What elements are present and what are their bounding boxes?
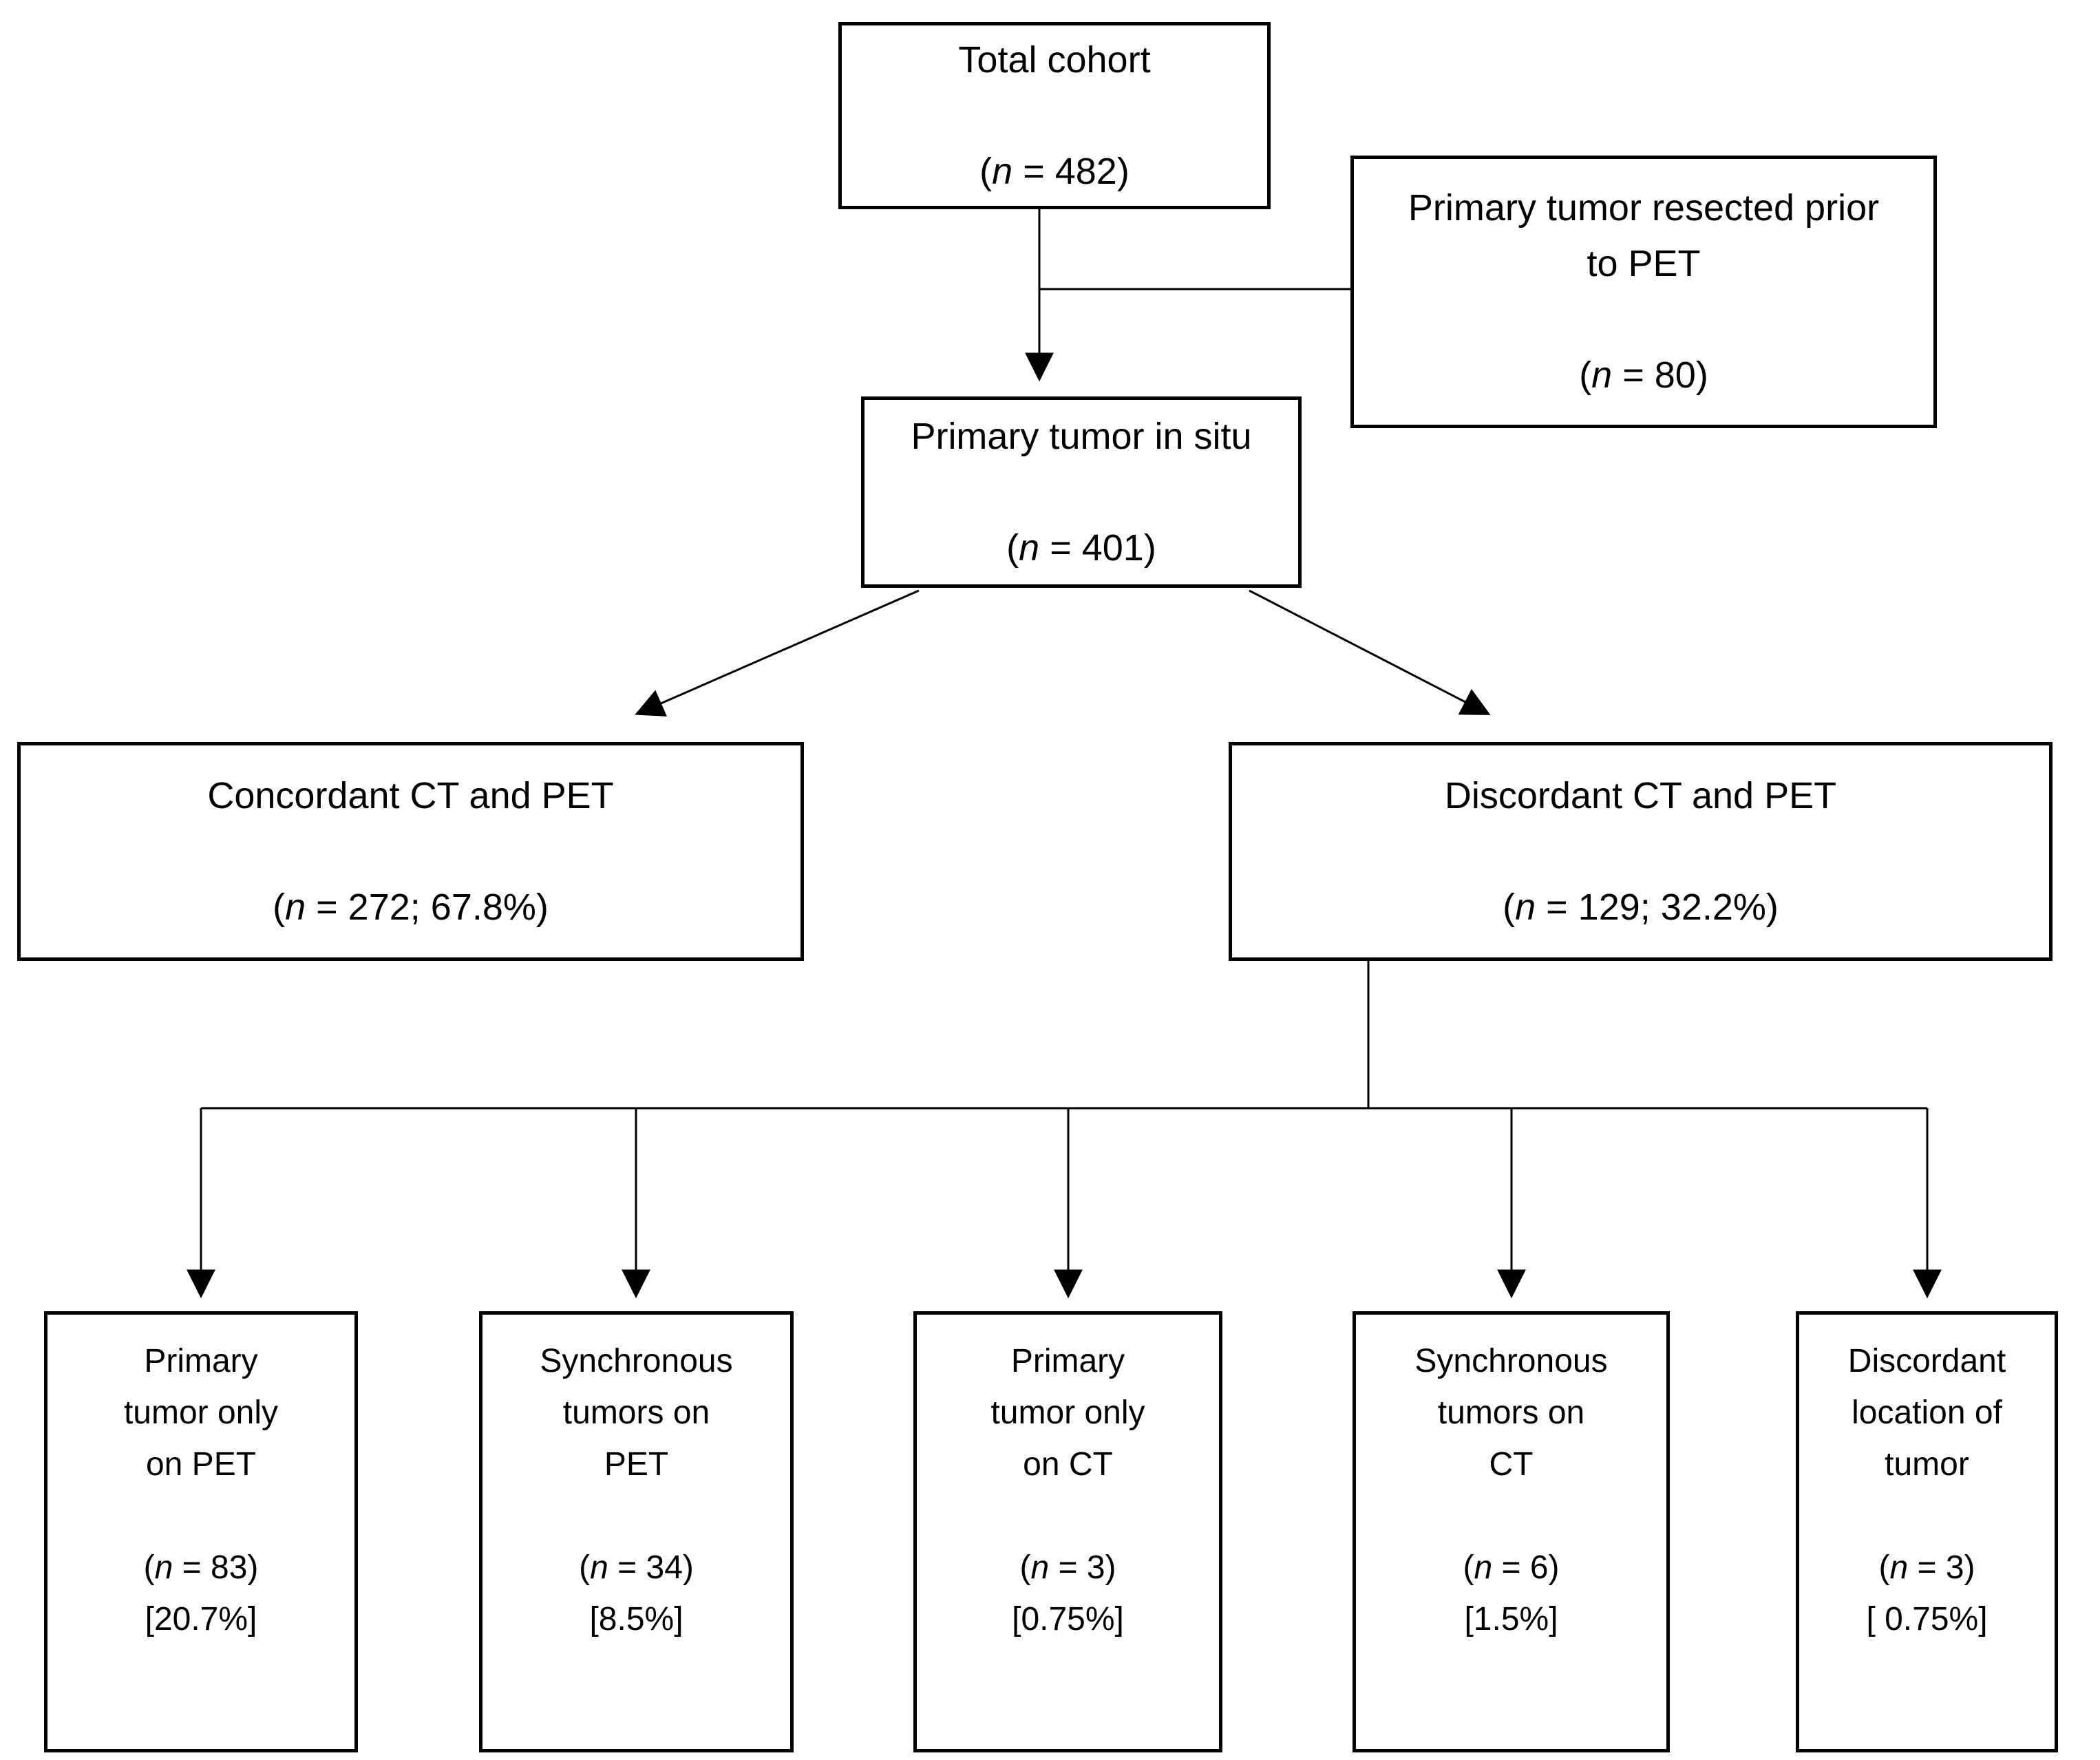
box-line [917, 1490, 1219, 1542]
box-line [47, 1490, 354, 1542]
box-line: Discordant CT and PET [1444, 774, 1837, 816]
box-line: Synchronous [1414, 1343, 1608, 1379]
box-line [482, 1490, 790, 1542]
box-line: Total cohort [958, 39, 1151, 81]
box-line: [0.75%] [1012, 1601, 1124, 1637]
box-line [1232, 824, 2049, 880]
box-synchronous-tumors-on-ct: Synchronous tumors on CT (n = 6) [1.5%] [1353, 1311, 1670, 1752]
box-line: (n = 401) [1006, 527, 1156, 569]
box-line: [8.5%] [589, 1601, 683, 1637]
box-line: Concordant CT and PET [207, 774, 614, 816]
connector-insitu-to-discordant-arrow [1249, 589, 1491, 715]
box-line: (n = 6) [1463, 1549, 1560, 1586]
box-line [865, 465, 1298, 520]
box-line: on CT [1023, 1446, 1113, 1483]
box-discordant-location-of-tumor: Discordant location of tumor (n = 3) [ 0… [1796, 1311, 2058, 1752]
box-line: Discordant [1847, 1343, 2006, 1379]
box-line [842, 88, 1267, 144]
box-line: (n = 482) [979, 150, 1129, 192]
box-line: tumor only [123, 1395, 279, 1431]
box-line [1356, 1490, 1666, 1542]
box-discordant-ct-and-pet: Discordant CT and PET (n = 129; 32.2%) [1229, 742, 2053, 961]
box-line: (n = 34) [579, 1549, 694, 1586]
box-line: [20.7%] [145, 1601, 257, 1637]
box-line: location of [1852, 1395, 2002, 1431]
box-synchronous-tumors-on-pet: Synchronous tumors on PET (n = 34) [8.5%… [479, 1311, 794, 1752]
box-line: tumor only [990, 1395, 1145, 1431]
box-line: to PET [1587, 243, 1701, 284]
box-primary-tumor-only-on-ct: Primary tumor only on CT (n = 3) [0.75%] [913, 1311, 1222, 1752]
box-line [21, 824, 800, 880]
box-line: PET [604, 1446, 669, 1483]
box-line: (n = 272; 67.8%) [273, 886, 549, 928]
box-line: Primary [1010, 1343, 1125, 1379]
box-line: Synchronous [540, 1343, 733, 1379]
box-line: (n = 3) [1878, 1549, 1975, 1586]
box-line: tumors on [562, 1395, 710, 1431]
box-line: Primary tumor in situ [911, 415, 1252, 457]
box-line: Primary tumor resected prior [1408, 187, 1880, 229]
box-line: tumor [1885, 1446, 1969, 1483]
box-primary-tumor-only-on-pet: Primary tumor only on PET (n = 83) [20.7… [44, 1311, 358, 1752]
box-line: [1.5%] [1464, 1601, 1558, 1637]
box-line: (n = 129; 32.2%) [1503, 886, 1779, 928]
box-line: (n = 83) [143, 1549, 259, 1586]
box-line: CT [1489, 1446, 1534, 1483]
box-total-cohort: Total cohort (n = 482) [838, 22, 1271, 209]
box-resected-prior-to-pet: Primary tumor resected prior to PET (n =… [1350, 156, 1937, 428]
box-line: Primary [144, 1343, 258, 1379]
box-primary-tumor-in-situ: Primary tumor in situ (n = 401) [861, 396, 1302, 588]
box-line: on PET [145, 1446, 257, 1483]
box-line: (n = 80) [1579, 354, 1708, 396]
box-line: [ 0.75%] [1866, 1601, 1988, 1637]
box-line [1799, 1490, 2055, 1542]
connector-insitu-to-concordant-arrow [635, 589, 920, 717]
box-line: (n = 3) [1019, 1549, 1116, 1586]
box-concordant-ct-and-pet: Concordant CT and PET (n = 272; 67.8%) [17, 742, 804, 961]
box-line [1354, 292, 1933, 348]
box-line: tumors on [1437, 1395, 1585, 1431]
